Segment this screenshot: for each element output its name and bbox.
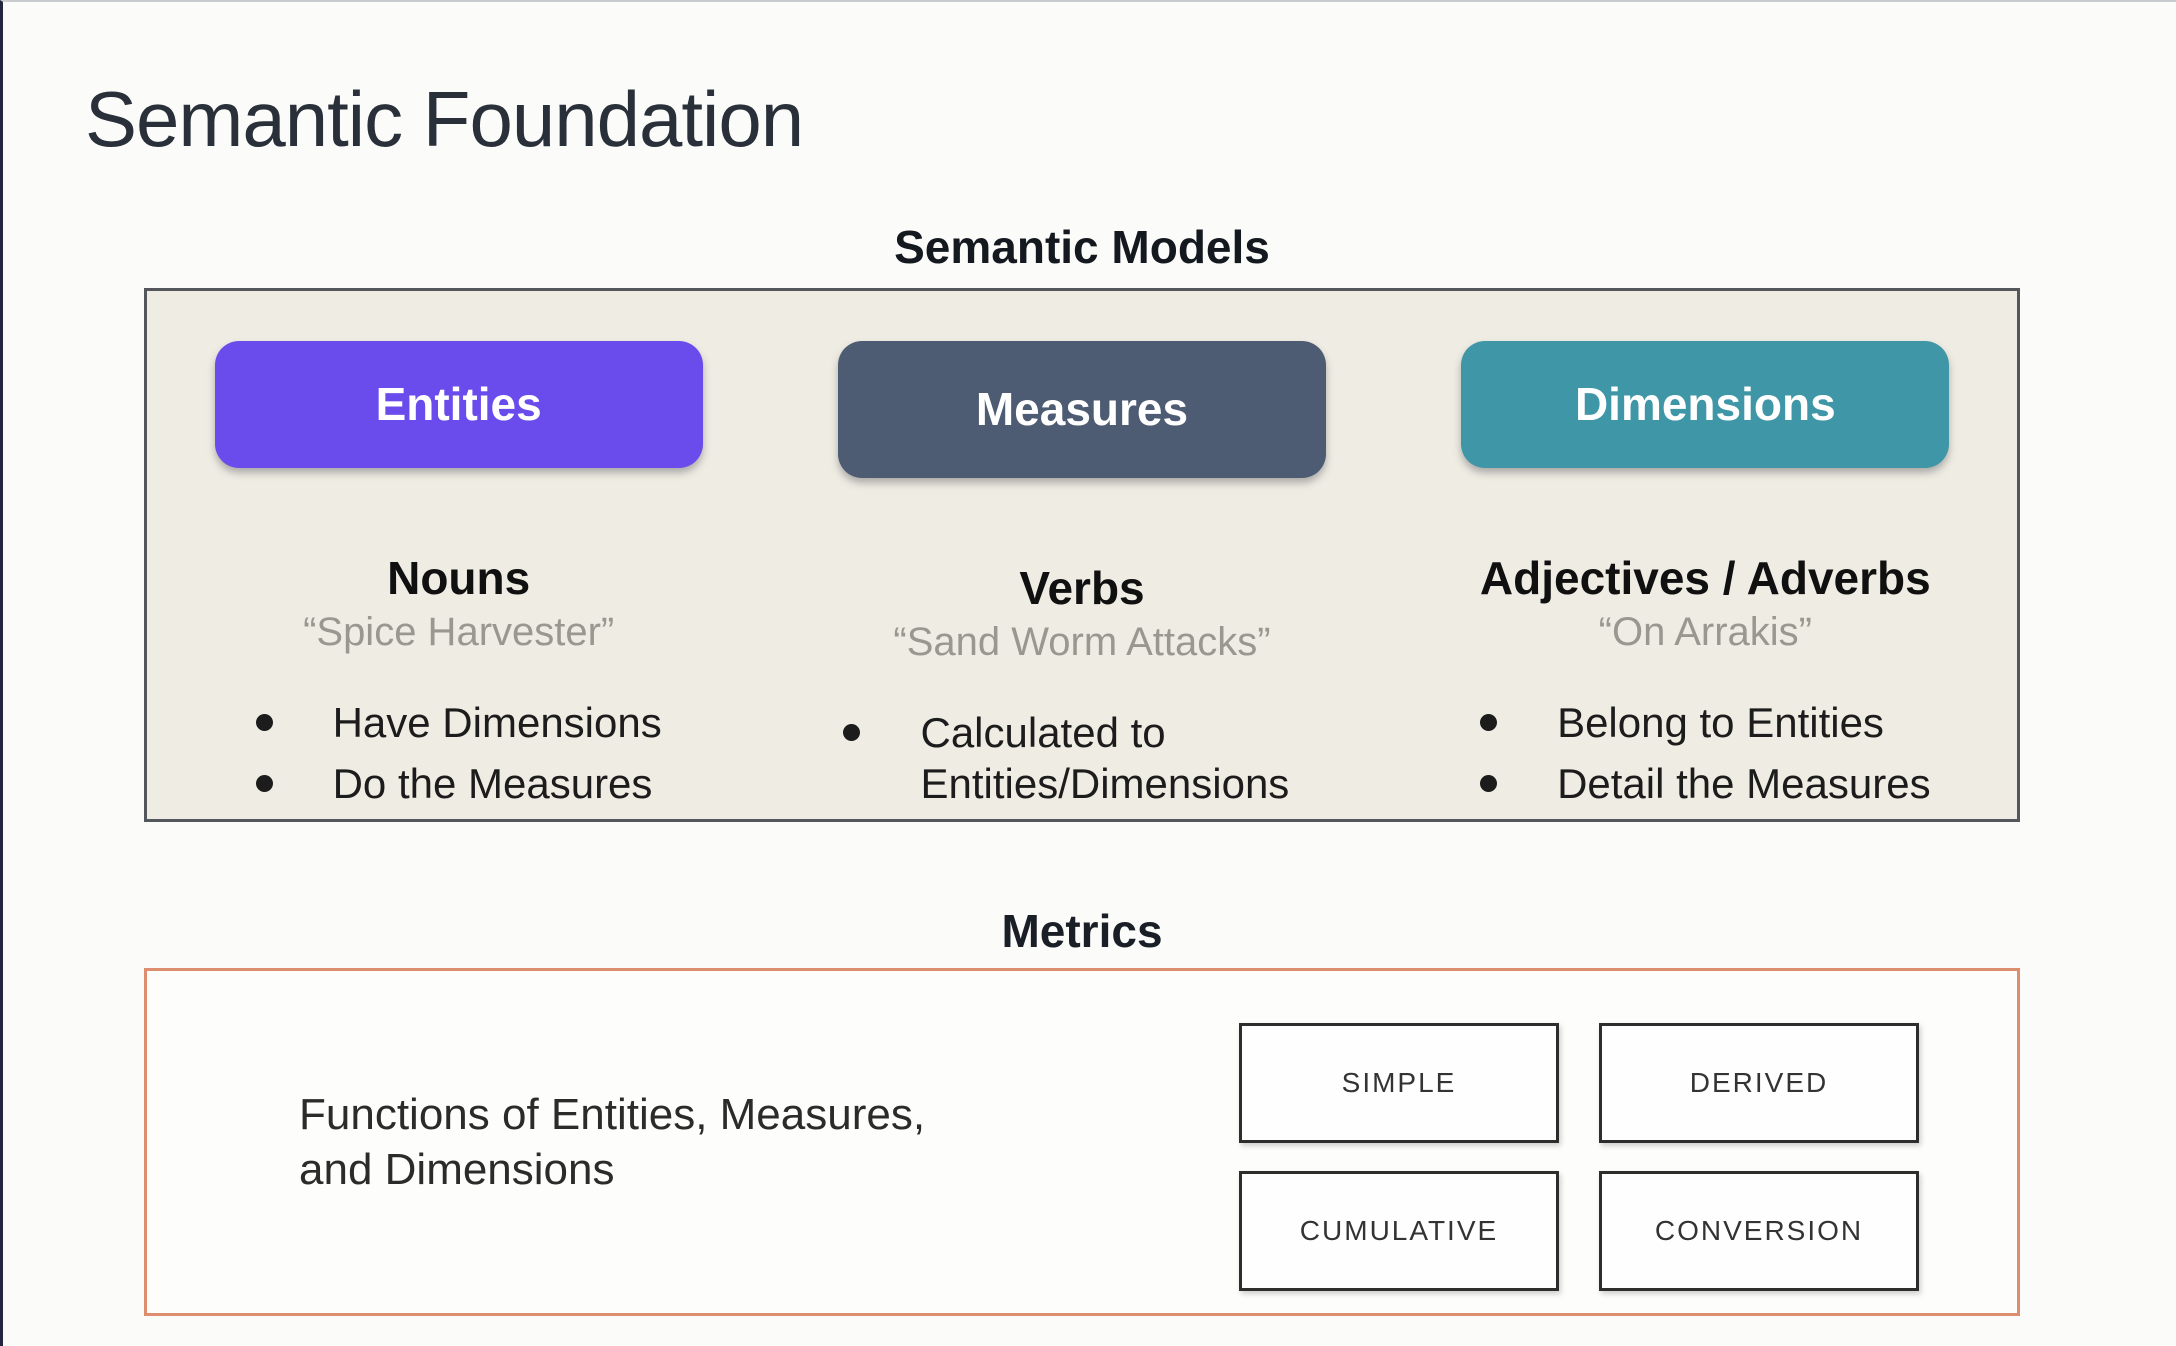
list-item: Calculated to Entities/Dimensions: [843, 707, 1320, 809]
bullet-dot-icon: [843, 723, 861, 741]
metric-type-cumulative: CUMULATIVE: [1239, 1171, 1559, 1291]
dimensions-bullet-list: Belong to Entities Detail the Measures: [1480, 697, 1931, 819]
dimensions-example: “On Arrakis”: [1598, 609, 1812, 654]
page-title: Semantic Foundation: [85, 75, 804, 163]
bullet-dot-icon: [255, 774, 273, 792]
list-item: Belong to Entities: [1480, 697, 1931, 748]
bullet-text: Do the Measures: [332, 759, 653, 807]
entities-example: “Spice Harvester”: [303, 609, 615, 654]
bullet-dot-icon: [1480, 774, 1498, 792]
metrics-panel: Functions of Entities, Measures, and Dim…: [144, 968, 2020, 1316]
metrics-heading: Metrics: [1001, 905, 1163, 957]
bullet-text: Detail the Measures: [1557, 759, 1931, 807]
bullet-dot-icon: [1480, 713, 1498, 731]
measures-word-type: Verbs: [1019, 561, 1145, 614]
list-item: Do the Measures: [255, 758, 662, 809]
bullet-text: Have Dimensions: [332, 698, 662, 746]
measures-pill: Measures: [837, 341, 1326, 478]
measures-bullet-list: Calculated to Entities/Dimensions: [843, 707, 1320, 819]
measures-example: “Sand Worm Attacks”: [893, 619, 1271, 664]
dimensions-pill: Dimensions: [1461, 341, 1950, 468]
list-item: Detail the Measures: [1480, 758, 1931, 809]
semantic-models-panel: Entities Nouns “Spice Harvester” Have Di…: [144, 288, 2020, 822]
entities-bullet-list: Have Dimensions Do the Measures: [255, 697, 662, 819]
metric-type-simple: SIMPLE: [1239, 1023, 1559, 1143]
dimensions-word-type: Adjectives / Adverbs: [1479, 551, 1931, 604]
model-column-measures: Measures Verbs “Sand Worm Attacks” Calcu…: [770, 291, 1393, 819]
model-column-dimensions: Dimensions Adjectives / Adverbs “On Arra…: [1394, 291, 2017, 819]
metrics-description: Functions of Entities, Measures, and Dim…: [299, 1090, 926, 1194]
metric-type-conversion: CONVERSION: [1599, 1171, 1919, 1291]
metric-type-derived: DERIVED: [1599, 1023, 1919, 1143]
model-column-entities: Entities Nouns “Spice Harvester” Have Di…: [147, 291, 770, 819]
bullet-text: Belong to Entities: [1557, 698, 1884, 746]
bullet-dot-icon: [255, 713, 273, 731]
entities-pill: Entities: [214, 341, 703, 468]
semantic-models-heading: Semantic Models: [894, 221, 1270, 273]
entities-word-type: Nouns: [387, 551, 531, 604]
metric-types-grid: SIMPLE DERIVED CUMULATIVE CONVERSION: [1239, 1023, 1919, 1291]
bullet-text: Calculated to Entities/Dimensions: [920, 708, 1290, 807]
list-item: Have Dimensions: [255, 697, 662, 748]
